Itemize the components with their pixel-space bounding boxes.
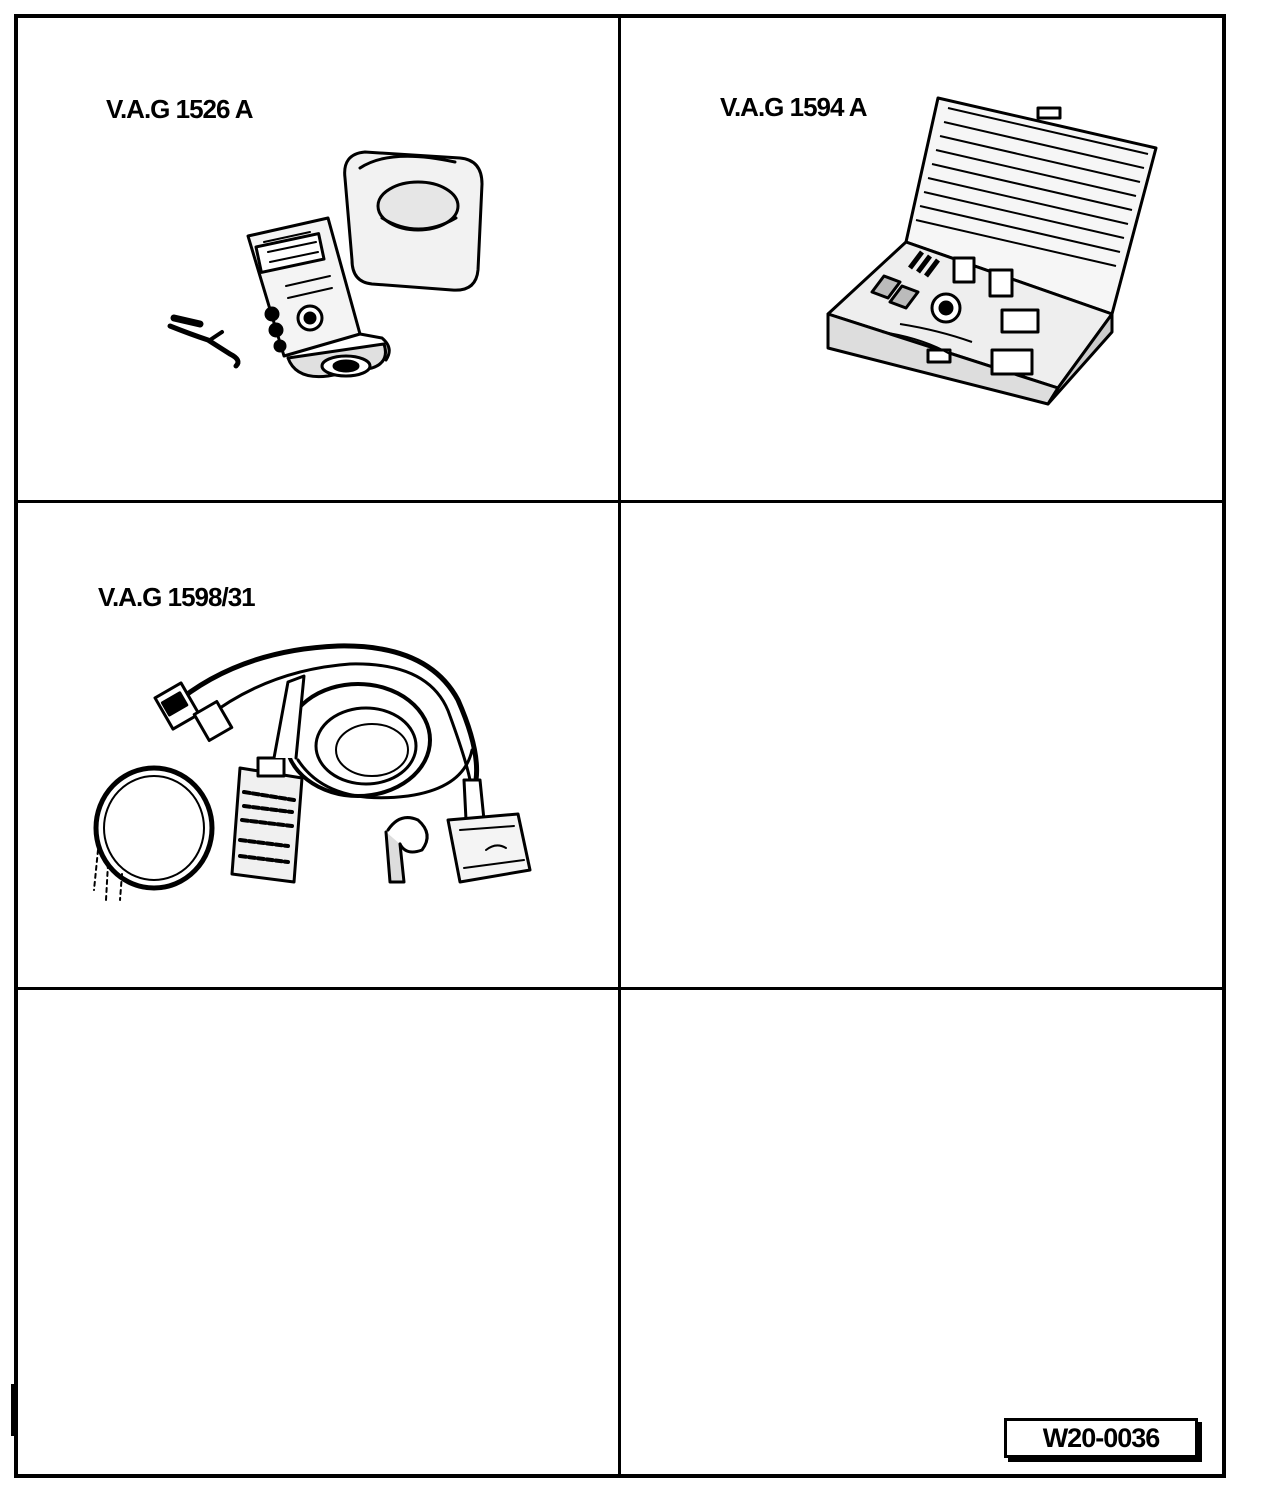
multimeter-icon: [167, 150, 484, 379]
grid-divider-horizontal-1: [14, 500, 1226, 503]
grid-divider-vertical: [618, 14, 621, 1478]
panel-2-label: V.A.G 1594 A: [720, 92, 868, 122]
margin-mark: [11, 1384, 14, 1436]
tool-case-icon: [826, 96, 1158, 406]
panel-1-label: V.A.G 1526 A: [106, 94, 254, 124]
figure-reference-label: W20-0036: [1004, 1418, 1198, 1458]
test-cable-icon: [93, 643, 532, 901]
panel-3-label: V.A.G 1598/31: [98, 582, 256, 612]
grid-divider-horizontal-2: [14, 987, 1226, 990]
